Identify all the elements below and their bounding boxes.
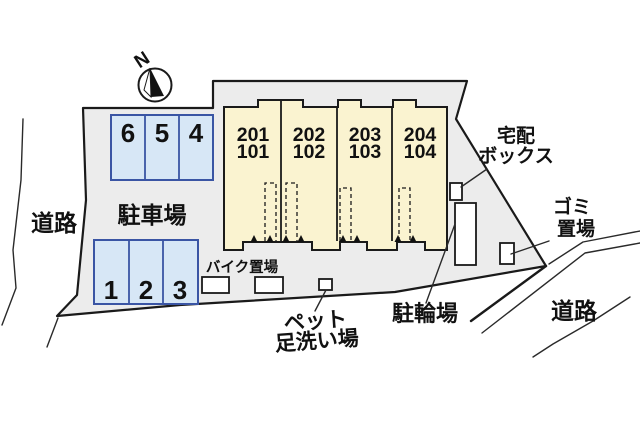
- bicycle-parking-leader: [425, 223, 456, 304]
- entrance-arrow-icon: [250, 235, 258, 242]
- entrance-arrows: [250, 235, 417, 242]
- building-outline: [223, 99, 448, 251]
- road-left-edge-lower: [46, 317, 59, 348]
- delivery-box: [449, 182, 463, 201]
- garbage-label-line1: ゴミ: [553, 195, 591, 218]
- pet-wash-label: ペット 足洗い場: [274, 308, 359, 356]
- parking-space-3: 3: [173, 275, 187, 305]
- unit-202-label: 202 102: [293, 124, 326, 163]
- garbage-label-line2: 置場: [557, 218, 595, 240]
- delivery-box-label-line1: 宅配: [497, 124, 535, 147]
- parking-row-lower: 1 2 3: [93, 239, 199, 305]
- unit-203-label: 203 103: [349, 124, 382, 163]
- parking-space-6: 6: [121, 118, 135, 148]
- road-label-southeast: 道路: [551, 298, 598, 324]
- bicycle-parking-box: [454, 202, 477, 266]
- unit-lower-number: 103: [349, 141, 382, 163]
- entrance-arrow-icon: [409, 235, 417, 242]
- road-label-left: 道路: [31, 210, 78, 236]
- pet-wash-label-line1: ペット: [283, 308, 347, 335]
- entrance-arrow-icon: [297, 235, 305, 242]
- unit-201-label: 201 101: [237, 124, 270, 163]
- entrance-arrow-icon: [282, 235, 290, 242]
- parking-row-lower-outline: [93, 239, 199, 305]
- entrance-arrow-icon: [353, 235, 361, 242]
- unit-upper-number: 202: [293, 124, 326, 146]
- pet-wash-label-line2: 足洗い場: [274, 327, 359, 356]
- delivery-box-leader: [460, 168, 488, 188]
- parking-space-4: 4: [189, 118, 204, 148]
- parking-area-label: 駐車場: [118, 202, 187, 228]
- parking-space-2: 2: [139, 275, 153, 305]
- road-right-outer-edge: [481, 242, 640, 334]
- road-edge-corner: [469, 264, 548, 323]
- bike-spot-1: [201, 276, 230, 294]
- building: 201 101 202 102 203 103 204 104: [223, 99, 448, 251]
- bicycle-parking-label: 駐輪場: [392, 301, 458, 326]
- parking-space-1: 1: [104, 275, 118, 305]
- pet-wash-box: [318, 278, 333, 291]
- road-right-far-edge: [532, 296, 631, 358]
- road-left-edge: [1, 118, 24, 326]
- unit-lower-number: 101: [237, 141, 270, 163]
- pet-wash-leader: [314, 289, 327, 312]
- entrance-arrow-icon: [339, 235, 347, 242]
- unit-204-label: 204 104: [404, 124, 437, 163]
- stairwell-dashed-2: [285, 182, 298, 241]
- entrance-arrow-icon: [266, 235, 274, 242]
- parking-row-upper-outline: [110, 114, 214, 181]
- unit-upper-number: 204: [404, 124, 437, 146]
- garbage-leader: [510, 240, 550, 255]
- entrance-arrow-icon: [394, 235, 402, 242]
- north-compass: N: [131, 48, 173, 103]
- stairwell-dashed-4: [398, 187, 411, 241]
- compass-needle-icon: [150, 68, 164, 97]
- unit-lower-number: 102: [293, 141, 326, 163]
- parking-space-5: 5: [155, 118, 169, 148]
- unit-lower-number: 104: [404, 141, 437, 163]
- compass-needle-white-icon: [143, 67, 152, 99]
- delivery-box-label-line2: ボックス: [478, 145, 553, 167]
- parking-row-upper: 6 5 4: [110, 114, 214, 181]
- unit-upper-number: 201: [237, 124, 270, 146]
- road-right-upper-edge: [548, 230, 640, 265]
- stairwell-dashed-3: [339, 187, 352, 241]
- stairwell-dashed-1: [264, 182, 277, 241]
- bike-spot-2: [254, 276, 284, 294]
- unit-upper-number: 203: [349, 124, 382, 146]
- bike-parking-label: バイク置場: [206, 259, 279, 276]
